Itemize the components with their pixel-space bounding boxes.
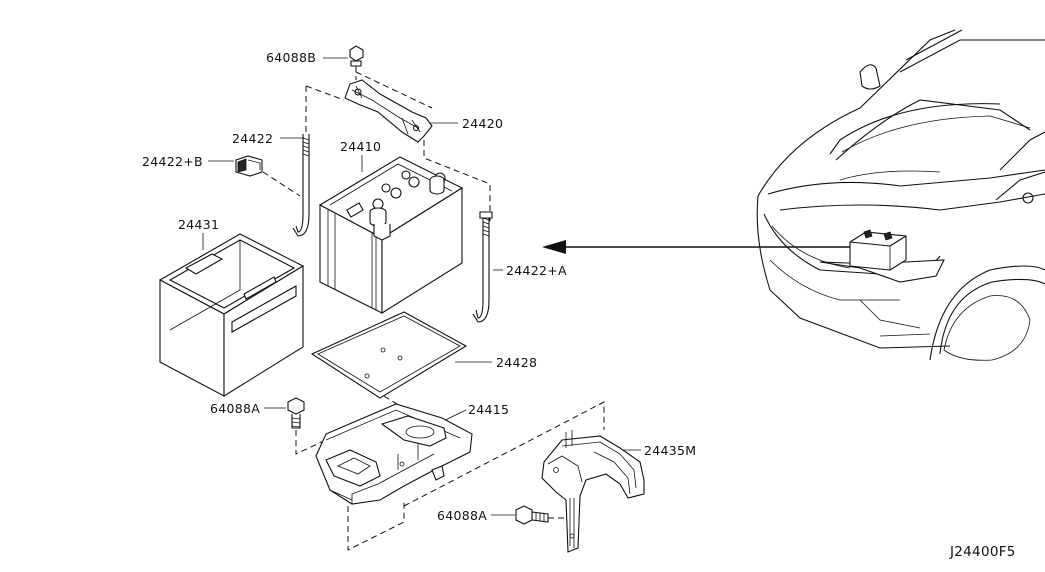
vehicle-illustration <box>756 29 1045 361</box>
label-battery-bracket: 24415 <box>468 402 509 417</box>
label-support-bracket: 24435M <box>644 443 696 458</box>
guide-pad-bracket <box>383 395 401 407</box>
rod-right-part <box>472 211 493 323</box>
label-battery-tray-pad: 24428 <box>496 355 537 370</box>
support-bracket-part <box>541 430 645 553</box>
label-bolt-upper: 64088A <box>210 401 260 416</box>
rod-clip-part <box>235 155 263 177</box>
label-rod-left: 24422 <box>232 131 273 146</box>
diagram-code: J24400F5 <box>949 544 1016 560</box>
rod-left-part <box>292 134 310 237</box>
label-rod-right-a: 24422+A <box>506 263 567 278</box>
guide-rod-left-b <box>262 171 301 197</box>
battery-cover-part <box>158 233 305 397</box>
battery-part <box>318 156 464 314</box>
guide-bolt-upper <box>295 430 331 455</box>
location-arrow <box>542 240 852 254</box>
label-battery-cover: 24431 <box>178 217 219 232</box>
clamp-nut-part <box>349 45 364 67</box>
guide-frame-rod-left <box>305 85 345 101</box>
label-bolt-lower: 64088A <box>437 508 487 523</box>
label-clamp-nut: 64088B <box>266 50 316 65</box>
guide-bracket-support <box>403 401 605 507</box>
label-battery: 24410 <box>340 139 381 154</box>
label-rod-left-b: 24422+B <box>142 154 203 169</box>
tray-pad-part <box>310 311 468 399</box>
holddown-frame-part <box>344 79 433 143</box>
bolt-upper-part <box>287 397 305 429</box>
guide-frame-rod-right <box>423 140 491 222</box>
guide-nut-frame-2 <box>355 71 433 109</box>
label-holddown-frame: 24420 <box>462 116 503 131</box>
bolt-lower-part <box>515 505 549 525</box>
guide-bracket-lower <box>347 500 405 551</box>
battery-bracket-part <box>315 403 473 505</box>
